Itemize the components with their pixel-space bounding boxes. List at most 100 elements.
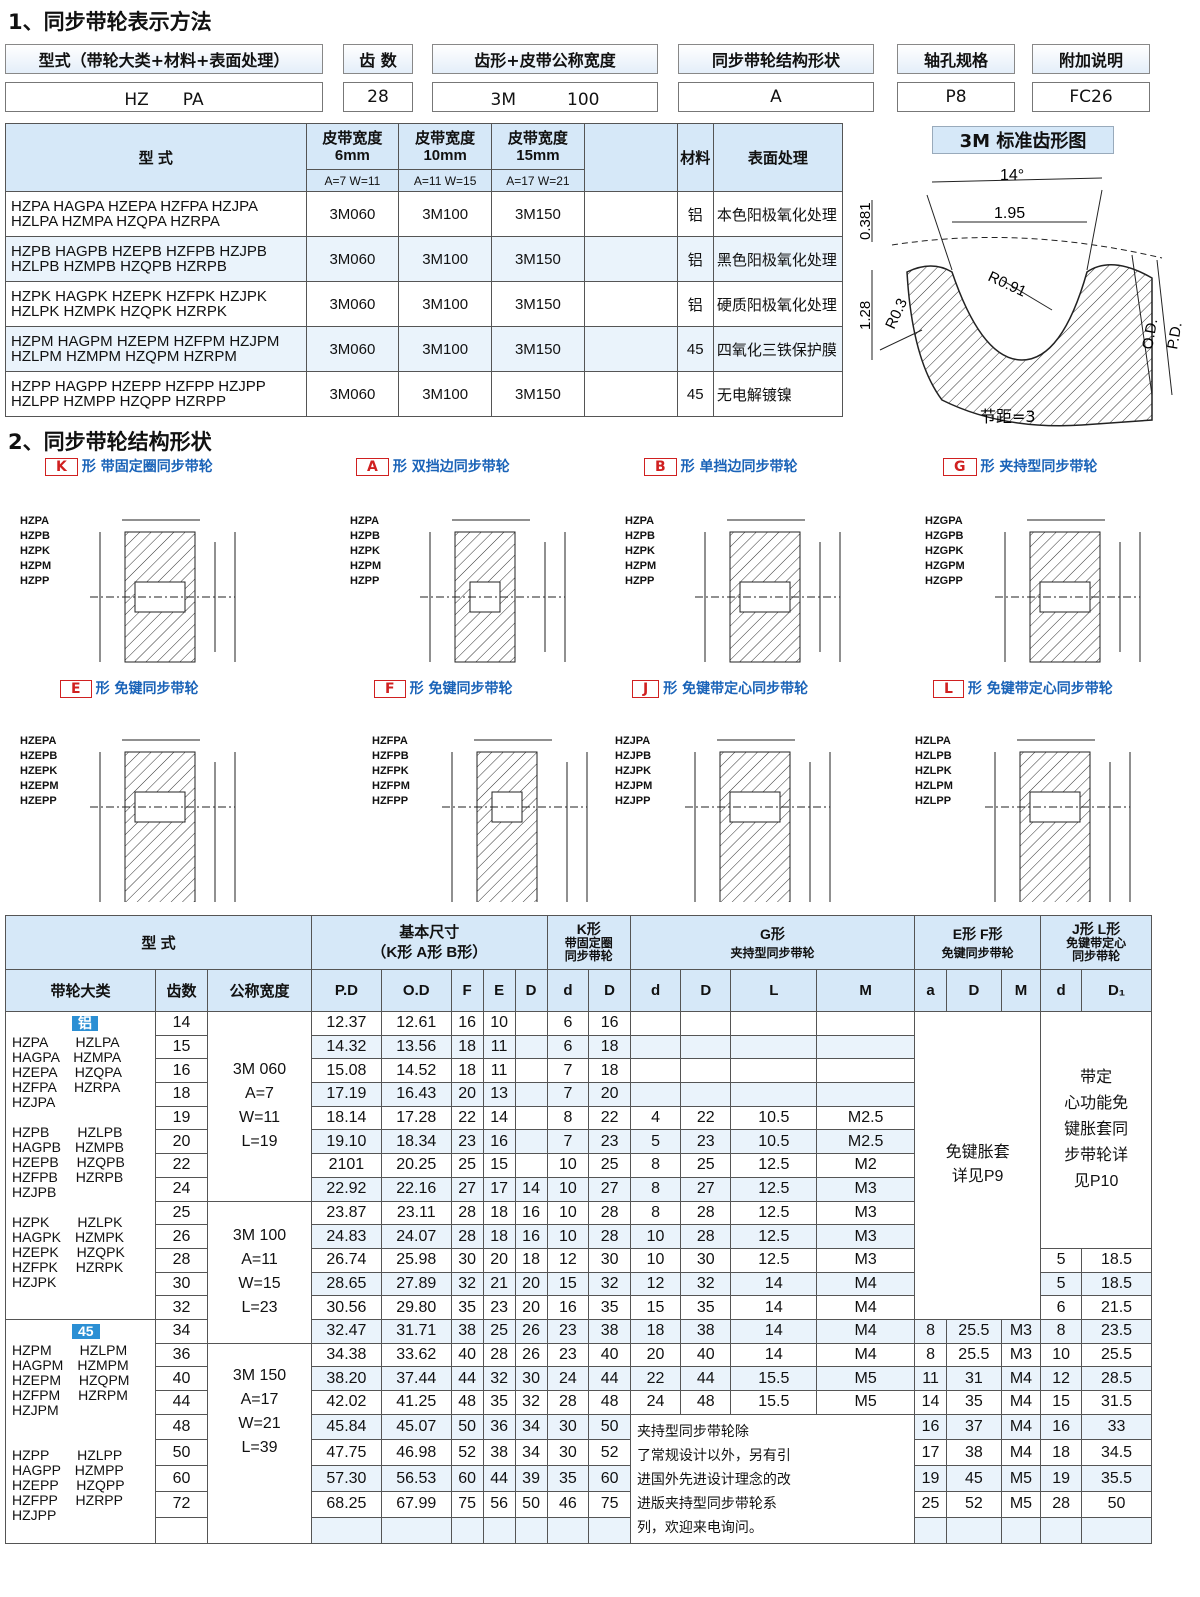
th-col-9: L	[730, 969, 818, 1012]
cell-jl: 15	[1040, 1390, 1083, 1415]
cell	[380, 1516, 452, 1544]
cell: 12.37	[311, 1011, 382, 1036]
cell-ef: M3	[1000, 1318, 1042, 1344]
cell: 33.62	[380, 1342, 452, 1368]
cell-g: M2	[816, 1153, 916, 1178]
tooth-h1-label: 0.381	[857, 202, 874, 240]
t1-mat: 铝	[676, 191, 714, 237]
ef-note: 免键胀套 详见P9	[914, 1011, 1042, 1320]
cell-g: 35	[680, 1295, 732, 1320]
cell-g: 30	[680, 1247, 732, 1273]
cell-jl: 34.5	[1081, 1439, 1152, 1467]
cell: 7	[546, 1129, 590, 1155]
cell-jl: 35.5	[1081, 1465, 1152, 1493]
cell: 22	[588, 1105, 631, 1131]
th-col-6: D	[588, 969, 631, 1012]
cell-g: 14	[730, 1318, 818, 1344]
cell-g: 10	[629, 1224, 682, 1249]
cell: 28	[546, 1390, 590, 1415]
cell: 29.80	[380, 1295, 452, 1320]
cell-ef: 25.5	[946, 1342, 1002, 1368]
cell-ef: 16	[914, 1413, 948, 1441]
code-value-4: P8	[897, 82, 1015, 112]
width-060: 3M 060 A=7 W=11 L=19	[207, 1011, 312, 1202]
jl-note: 带定 心功能免 键胀套同 步带轮详 见P10	[1040, 1011, 1152, 1249]
th-teeth: 齿数	[155, 969, 208, 1012]
cell: 34	[514, 1413, 548, 1441]
cell-jl: 18.5	[1081, 1247, 1152, 1273]
t1-cell: 3M060	[305, 281, 400, 327]
cell-ef: 8	[914, 1342, 948, 1368]
cell: 38.20	[311, 1366, 382, 1391]
cell-jl: 5	[1040, 1271, 1083, 1297]
tooth-profile-title: 3M 标准齿形图	[932, 126, 1114, 154]
cell-ef	[1000, 1516, 1042, 1544]
cell-g: M5	[816, 1366, 916, 1391]
cell-g	[816, 1011, 916, 1036]
cell: 27.89	[380, 1271, 452, 1297]
cell-teeth: 60	[155, 1465, 208, 1493]
cell-g: 12.5	[730, 1247, 818, 1273]
cell-g: 14	[730, 1295, 818, 1320]
cell: 25.98	[380, 1247, 452, 1273]
th-jl: J形 L形免键带定心 同步带轮	[1040, 915, 1152, 970]
cell-g: 4	[629, 1105, 682, 1131]
cell: 24	[546, 1366, 590, 1391]
cell-ef: 17	[914, 1439, 948, 1467]
cell: 27	[588, 1176, 631, 1202]
cell: 15	[546, 1271, 590, 1297]
t1-h-w6: 皮带宽度 6mm	[305, 123, 400, 170]
tooth-angle-label: 14°	[1000, 167, 1024, 184]
code-value-5: FC26	[1032, 82, 1150, 112]
t1-mat: 45	[676, 371, 714, 417]
th-col-3: E	[482, 969, 516, 1012]
cell-g: M3	[816, 1247, 916, 1273]
t1-s15: A=17 W=21	[491, 169, 585, 192]
cell-g: 48	[680, 1390, 732, 1415]
cell	[514, 1129, 548, 1155]
code-value-0: HZ PA	[5, 82, 323, 112]
cell-teeth: 40	[155, 1366, 208, 1391]
section-title-1: 1、同步带轮表示方法	[8, 10, 212, 34]
cell-teeth: 18	[155, 1082, 208, 1107]
cell	[546, 1516, 590, 1544]
th-col-10: M	[816, 969, 916, 1012]
cell-g: 32	[680, 1271, 732, 1297]
cell-g: 22	[629, 1366, 682, 1391]
t1-surf: 硬质阳极氧化处理	[712, 281, 844, 327]
cell-g: 38	[680, 1318, 732, 1344]
cell: 8	[546, 1105, 590, 1131]
cell-g	[629, 1058, 682, 1084]
cell-g: 18	[629, 1318, 682, 1344]
shape-drawing-B: HZPA HZPB HZPK HZPM HZPP	[615, 492, 885, 682]
cell-g: 40	[680, 1342, 732, 1368]
cell-g	[629, 1011, 682, 1036]
cell-g: 23	[680, 1129, 732, 1155]
cell-ef	[946, 1516, 1002, 1544]
g-note: 夹持型同步带轮除 了常规设计以外，另有引 进国外先进设计理念的改 进版夹持型同步…	[629, 1413, 916, 1544]
code-value-2: 3M 100	[432, 82, 658, 112]
t1-cell-blank	[583, 281, 678, 327]
cell: 23	[588, 1129, 631, 1155]
t1-cell: 3M150	[491, 326, 585, 372]
cell-g	[680, 1082, 732, 1107]
t1-mat: 45	[676, 326, 714, 372]
cell: 10	[546, 1224, 590, 1249]
shape-drawing-L: HZLPA HZLPB HZLPK HZLPM HZLPP	[905, 712, 1175, 902]
cell-jl: 50	[1081, 1491, 1152, 1518]
t1-cell: 3M060	[305, 326, 400, 372]
cell: 16	[546, 1295, 590, 1320]
t1-surf: 黑色阳极氧化处理	[712, 236, 844, 282]
cell-teeth: 48	[155, 1413, 208, 1441]
cell: 52	[588, 1439, 631, 1467]
cell-ef: 52	[946, 1491, 1002, 1518]
cell: 10	[546, 1153, 590, 1178]
cell-g: M4	[816, 1342, 916, 1368]
cell: 16	[514, 1200, 548, 1226]
cell: 20	[482, 1247, 516, 1273]
cell-g: 8	[629, 1200, 682, 1226]
cell-ef: M5	[1000, 1491, 1042, 1518]
cell: 14.32	[311, 1034, 382, 1060]
t1-cell: 3M150	[491, 281, 585, 327]
